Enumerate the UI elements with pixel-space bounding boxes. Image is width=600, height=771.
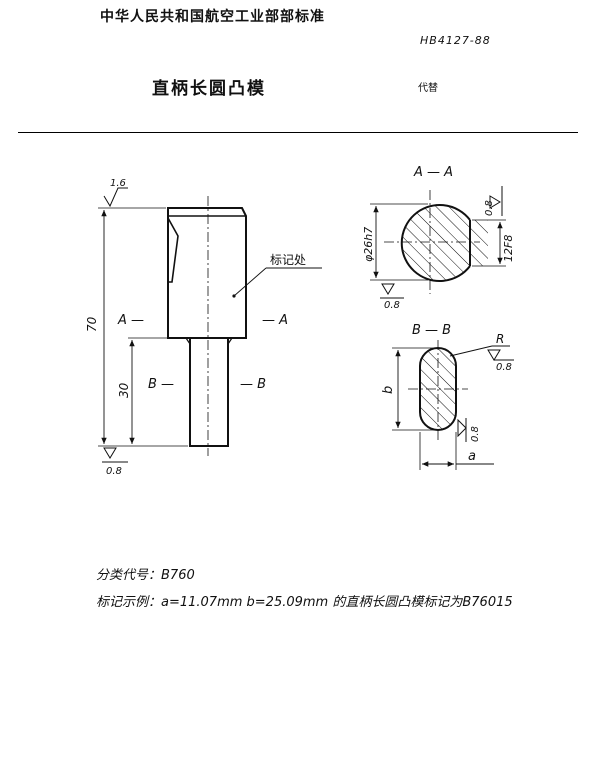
section-aa-view: A — A φ26h7 12F8 0.8 0.8	[362, 165, 515, 311]
roughness-symbol-top: 1.6	[103, 178, 128, 208]
mark-location-label: 标记处	[270, 253, 306, 267]
dimension-overall-length: 70	[85, 207, 188, 447]
section-aa-title: A — A	[413, 165, 453, 180]
dim-b: b	[381, 386, 396, 394]
mark-location-callout: 标记处	[232, 253, 322, 298]
marking-example-note: 标记示例：a=11.07mm b=25.09mm 的直柄长圆凸模标记为B7601…	[96, 595, 513, 610]
radius-label: R	[496, 332, 504, 346]
section-a-right: — A	[262, 313, 288, 328]
flat-label: 12F8	[502, 235, 515, 262]
standard-number: HB4127-88	[420, 34, 491, 47]
replaces-label: 代替	[418, 83, 438, 94]
svg-text:1.6: 1.6	[110, 178, 126, 189]
section-bb-view: B — B b a R 0.8 0.8	[381, 323, 514, 470]
organization-header: 中华人民共和国航空工业部部标准	[100, 9, 325, 25]
roughness-bb-radius: 0.8	[496, 362, 512, 373]
dim-a: a	[468, 449, 476, 464]
technical-drawing: 70 30 1.6 0.8 A — — A B — — B 标记处 A — A	[85, 165, 515, 477]
roughness-aa-bottom: 0.8	[384, 300, 400, 311]
section-bb-title: B — B	[412, 323, 451, 338]
document-title: 直柄长圆凸模	[152, 79, 266, 99]
dimension-shank-length: 30	[117, 337, 188, 444]
dim-30: 30	[117, 382, 131, 398]
svg-text:0.8: 0.8	[106, 466, 122, 477]
classification-note: 分类代号：B760	[96, 568, 195, 583]
section-b-right: — B	[240, 377, 266, 392]
punch-side-view	[167, 196, 247, 456]
dim-70: 70	[85, 316, 99, 332]
roughness-bb-side: 0.8	[470, 426, 481, 442]
section-b-left: B —	[148, 377, 174, 392]
roughness-aa-side: 0.8	[484, 200, 495, 216]
dia-label: φ26h7	[362, 227, 375, 262]
roughness-symbol-bottom: 0.8	[102, 447, 128, 477]
header-divider	[18, 132, 578, 133]
section-a-left: A —	[117, 313, 144, 328]
